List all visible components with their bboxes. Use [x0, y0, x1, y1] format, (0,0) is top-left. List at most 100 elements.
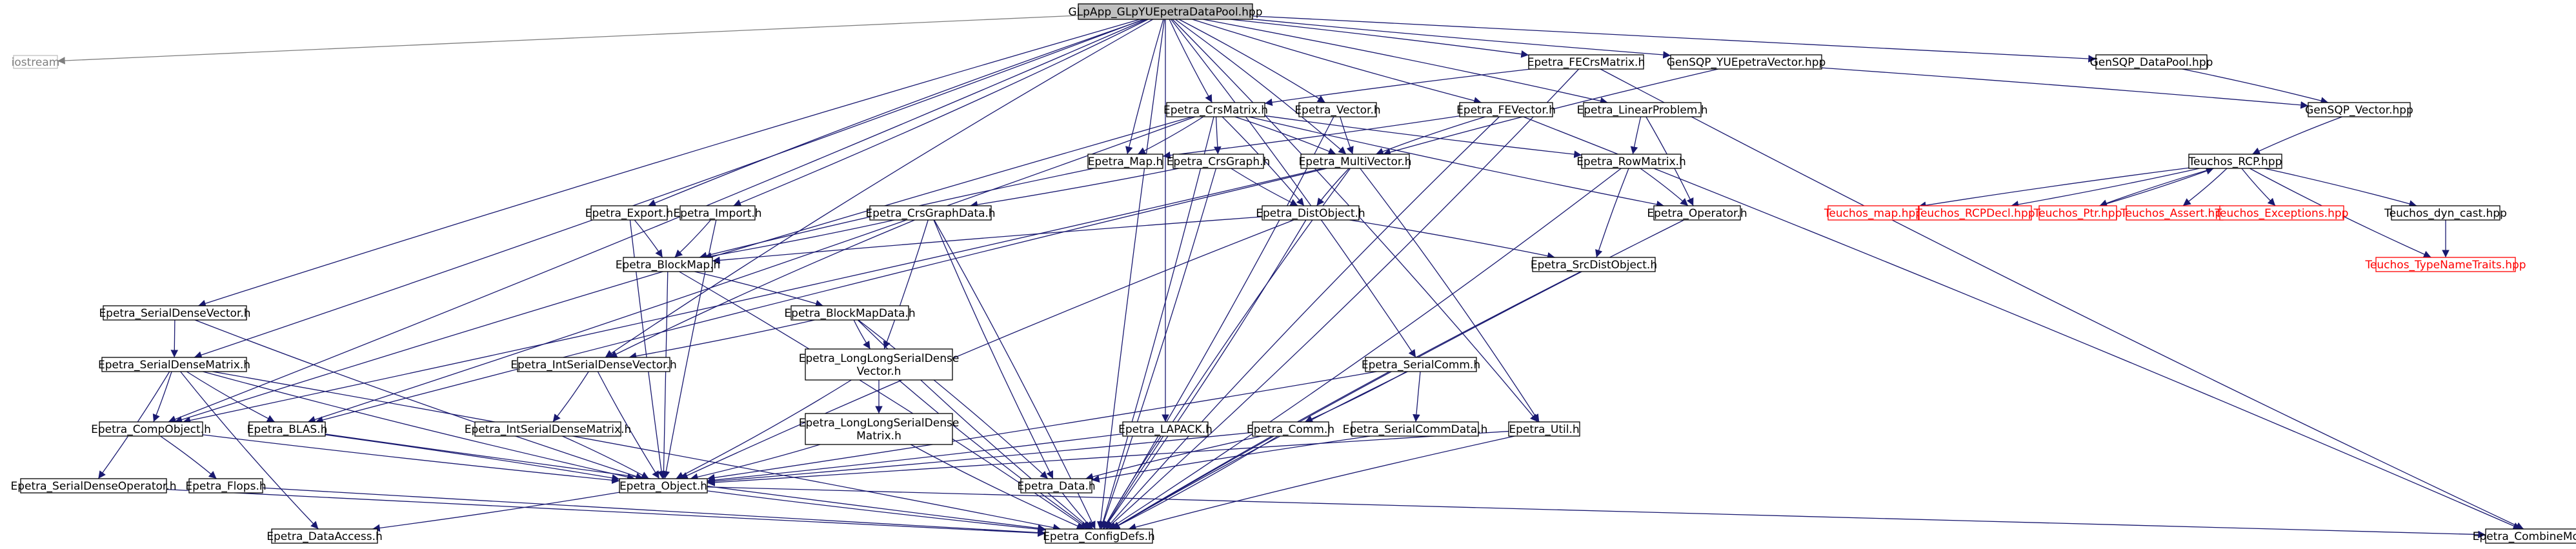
node-bmapdata[interactable]: Epetra_BlockMapData.h — [784, 305, 916, 321]
edge-llsdmat-to-configdefs — [910, 444, 1085, 530]
node-combmode-label: Epetra_CombineMode.h — [2473, 530, 2576, 543]
node-scommdata[interactable]: Epetra_SerialCommData.h — [1343, 421, 1488, 437]
node-util-label: Epetra_Util.h — [1509, 423, 1579, 436]
edge-root-to-gsqpyue — [1252, 19, 1671, 59]
node-blockmap[interactable]: Epetra_BlockMap.h — [616, 257, 721, 272]
node-trcpdecl[interactable]: Teuchos_RCPDecl.hpp — [1915, 205, 2035, 221]
node-srcdist[interactable]: Epetra_SrcDistObject.h — [1531, 257, 1657, 272]
edge-object-to-combmode — [707, 486, 2486, 539]
node-crsmat[interactable]: Epetra_CrsMatrix.h — [1163, 102, 1268, 117]
edge-sdmat-to-object — [203, 371, 635, 481]
node-scommdata-label: Epetra_SerialCommData.h — [1343, 423, 1488, 436]
node-operator-label: Epetra_Operator.h — [1647, 207, 1747, 220]
node-distobj[interactable]: Epetra_DistObject.h — [1256, 205, 1365, 221]
node-isdmat[interactable]: Epetra_IntSerialDenseMatrix.h — [465, 421, 631, 437]
edge-distobj-to-blockmap — [712, 216, 1263, 265]
node-llsdvec-label: Vector.h — [857, 365, 901, 378]
node-isdvec-label: Epetra_IntSerialDenseVector.h — [510, 359, 677, 372]
edge-crsmat-to-map — [1137, 116, 1204, 155]
edge-crsgd-to-isdvec — [609, 219, 915, 358]
node-gsqpvec[interactable]: GenSQP_Vector.hpp — [2305, 102, 2413, 117]
edge-root-to-fecrs — [1230, 19, 1529, 58]
node-sdmat[interactable]: Epetra_SerialDenseMatrix.h — [98, 357, 250, 372]
node-isdvec[interactable]: Epetra_IntSerialDenseVector.h — [510, 357, 677, 372]
node-gsqpyue[interactable]: GenSQP_YUEpetraVector.hpp — [1667, 54, 1826, 70]
node-multivec-box — [1300, 154, 1410, 169]
node-import-box — [679, 205, 756, 221]
node-dataacc[interactable]: Epetra_DataAccess.h — [267, 528, 383, 544]
edge-llsdvec-to-object — [676, 379, 852, 479]
node-linprob[interactable]: Epetra_LinearProblem.h — [1576, 102, 1708, 117]
edge-crsmat-to-configdefs — [1099, 116, 1214, 530]
node-tassert[interactable]: Teuchos_Assert.hpp — [2120, 205, 2229, 221]
edge-llsdvec-to-configdefs — [898, 379, 1091, 530]
edge-crsgd-to-data — [933, 219, 1054, 479]
edge-trcp-to-texc — [2241, 168, 2276, 206]
edge-rowmat-to-configdefs — [1109, 168, 1622, 530]
node-vector[interactable]: Epetra_Vector.h — [1294, 102, 1381, 117]
edge-root-to-multivec — [1174, 19, 1347, 155]
node-comm[interactable]: Epetra_Comm.h — [1247, 421, 1334, 437]
node-tdyn-label: Teuchos_dyn_cast.hpp — [2384, 207, 2507, 220]
node-tmap[interactable]: Teuchos_map.hpp — [1824, 205, 1922, 221]
node-trcp[interactable]: Teuchos_RCP.hpp — [2188, 154, 2282, 169]
node-sdvec[interactable]: Epetra_SerialDenseVector.h — [99, 305, 251, 321]
node-texc[interactable]: Teuchos_Exceptions.hpp — [2215, 205, 2349, 221]
node-distobj-box — [1262, 205, 1360, 221]
node-compobj[interactable]: Epetra_CompObject.h — [91, 421, 211, 437]
node-gsqpdp[interactable]: GenSQP_DataPool.hpp — [2090, 54, 2213, 70]
node-tptr-box — [2038, 205, 2117, 221]
node-iostream[interactable]: iostream — [12, 55, 60, 69]
node-crsgd[interactable]: Epetra_CrsGraphData.h — [865, 205, 996, 221]
edge-crsmat-to-blas — [307, 116, 1196, 423]
node-fecrs[interactable]: Epetra_FECrsMatrix.h — [1527, 54, 1645, 70]
edge-root-to-fevec — [1192, 19, 1482, 105]
node-rowmat[interactable]: Epetra_RowMatrix.h — [1576, 154, 1686, 169]
edge-fevec-to-configdefs — [1105, 116, 1500, 530]
edge-lapack-to-configdefs — [1103, 435, 1162, 530]
node-util[interactable]: Epetra_Util.h — [1508, 421, 1580, 437]
node-export[interactable]: Epetra_Export.h — [585, 205, 673, 221]
node-trcpdecl-box — [1918, 205, 2032, 221]
node-root-box — [1078, 3, 1253, 20]
edge-trcp-to-tmap — [1918, 167, 2189, 209]
node-root[interactable]: GLpApp_GLpYUEpetraDataPool.hpp — [1069, 3, 1263, 20]
node-tptr[interactable]: Teuchos_Ptr.hpp — [2033, 205, 2122, 221]
edge-scommdata-to-data — [1091, 435, 1371, 483]
node-tdyn[interactable]: Teuchos_dyn_cast.hpp — [2384, 205, 2507, 221]
node-trcpdecl-label: Teuchos_RCPDecl.hpp — [1915, 207, 2035, 220]
node-lapack[interactable]: Epetra_LAPACK.h — [1118, 421, 1213, 437]
node-scomm[interactable]: Epetra_SerialComm.h — [1362, 357, 1480, 372]
node-sdop-label: Epetra_SerialDenseOperator.h — [10, 480, 176, 493]
edge-fecrs-to-configdefs — [1105, 68, 1580, 530]
node-flops[interactable]: Epetra_Flops.h — [185, 478, 267, 494]
node-crsgraph[interactable]: Epetra_CrsGraph.h — [1167, 154, 1271, 169]
edge-bmapdata-to-llsdvec — [853, 319, 871, 350]
node-import[interactable]: Epetra_Import.h — [673, 205, 762, 221]
node-sdop[interactable]: Epetra_SerialDenseOperator.h — [10, 478, 177, 494]
edge-root-to-map — [1125, 19, 1164, 155]
node-bmapdata-box — [790, 305, 909, 321]
node-data[interactable]: Epetra_Data.h — [1017, 478, 1096, 494]
node-object-label: Epetra_Object.h — [619, 480, 707, 493]
node-multivec[interactable]: Epetra_MultiVector.h — [1299, 154, 1412, 169]
node-object[interactable]: Epetra_Object.h — [619, 478, 708, 494]
node-object-box — [619, 478, 708, 494]
edge-fevec-to-map — [1162, 115, 1460, 159]
edge-scomm-to-object — [707, 371, 1377, 482]
node-fevec-label: Epetra_FEVector.h — [1456, 104, 1556, 117]
node-sdmat-box — [101, 357, 247, 372]
node-crsgd-label: Epetra_CrsGraphData.h — [865, 207, 995, 220]
node-tdyn-box — [2391, 205, 2501, 221]
node-operator[interactable]: Epetra_Operator.h — [1647, 205, 1747, 221]
node-map[interactable]: Epetra_Map.h — [1087, 154, 1163, 169]
node-blas[interactable]: Epetra_BLAS.h — [247, 421, 328, 437]
node-combmode[interactable]: Epetra_CombineMode.h — [2473, 528, 2576, 544]
node-fevec[interactable]: Epetra_FEVector.h — [1456, 102, 1556, 117]
node-configdefs[interactable]: Epetra_ConfigDefs.h — [1043, 528, 1155, 544]
node-ttnt[interactable]: Teuchos_TypeNameTraits.hpp — [2364, 257, 2526, 272]
node-isdvec-box — [517, 357, 670, 372]
